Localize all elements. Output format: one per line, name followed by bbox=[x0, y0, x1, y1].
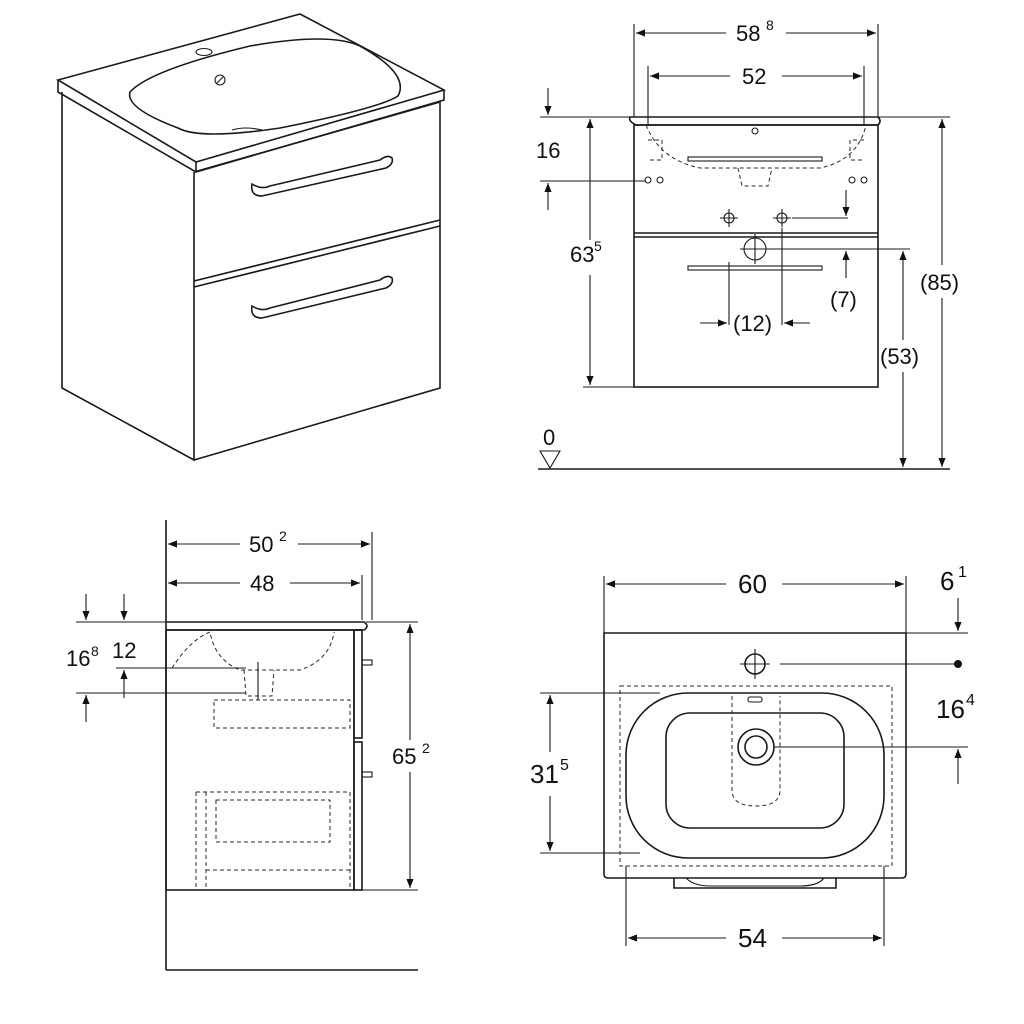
dim-width-inner: 52 bbox=[742, 64, 766, 89]
dim-floor-to-drawer: (53) bbox=[880, 344, 919, 369]
top-view: 60 6 1 16 4 31 5 54 bbox=[530, 564, 975, 953]
dim-top-offset: 16 bbox=[536, 138, 560, 163]
dim-total-height: (85) bbox=[920, 270, 959, 295]
dim-tap-offset: 16 bbox=[936, 694, 965, 724]
drawer-handle-top bbox=[250, 155, 394, 197]
svg-text:2: 2 bbox=[422, 740, 430, 756]
dim-drain-offset: (7) bbox=[830, 287, 857, 312]
dim-offset-b: 12 bbox=[112, 638, 136, 663]
side-worktop bbox=[166, 621, 368, 631]
basin-bowl bbox=[128, 38, 402, 135]
dim-side-height: 65 bbox=[392, 744, 416, 769]
dim-offset-a: 16 bbox=[66, 646, 90, 671]
front-worktop bbox=[628, 116, 881, 126]
dim-depth-inner: 48 bbox=[250, 571, 274, 596]
top-bowl-outer bbox=[625, 692, 885, 859]
front-handle-bottom bbox=[687, 265, 823, 271]
top-drain bbox=[737, 728, 775, 766]
svg-text:5: 5 bbox=[594, 238, 602, 254]
top-tap-hole bbox=[740, 649, 770, 679]
svg-text:1: 1 bbox=[958, 564, 967, 581]
svg-text:4: 4 bbox=[966, 692, 975, 709]
svg-text:5: 5 bbox=[560, 757, 569, 774]
overflow-icon bbox=[214, 74, 226, 86]
dim-holes-spacing: (12) bbox=[733, 311, 772, 336]
front-view: 0 58 8 52 16 63 5 (7) (12) (53) (85) bbox=[536, 17, 959, 470]
drawer-handle-bottom bbox=[250, 275, 394, 319]
side-view: 50 2 48 16 8 12 65 2 bbox=[66, 520, 430, 971]
supply-hole-right bbox=[773, 209, 791, 227]
dim-depth-outer: 50 bbox=[249, 532, 273, 557]
dim-bowl-width: 54 bbox=[738, 923, 767, 953]
tap-hole bbox=[195, 47, 213, 57]
svg-text:8: 8 bbox=[766, 17, 774, 33]
dim-edge-offset: 6 bbox=[940, 566, 954, 596]
front-cabinet bbox=[633, 124, 879, 388]
perspective-view bbox=[55, 13, 447, 462]
side-cabinet bbox=[165, 629, 355, 891]
svg-text:8: 8 bbox=[91, 643, 99, 659]
drain-hole bbox=[740, 234, 770, 264]
dim-width-outer: 58 bbox=[736, 21, 760, 46]
floor-label: 0 bbox=[543, 425, 555, 450]
svg-text:2: 2 bbox=[279, 528, 287, 544]
dim-cabinet-height: 63 bbox=[570, 242, 594, 267]
dim-top-width: 60 bbox=[738, 569, 767, 599]
top-outline bbox=[603, 632, 907, 879]
cabinet-side bbox=[61, 92, 195, 462]
front-handle-top bbox=[687, 156, 823, 162]
top-bowl-inner bbox=[665, 712, 845, 829]
basin-top-surface bbox=[55, 13, 447, 163]
dim-bowl-depth: 31 bbox=[530, 759, 559, 789]
supply-hole-left bbox=[720, 209, 738, 227]
